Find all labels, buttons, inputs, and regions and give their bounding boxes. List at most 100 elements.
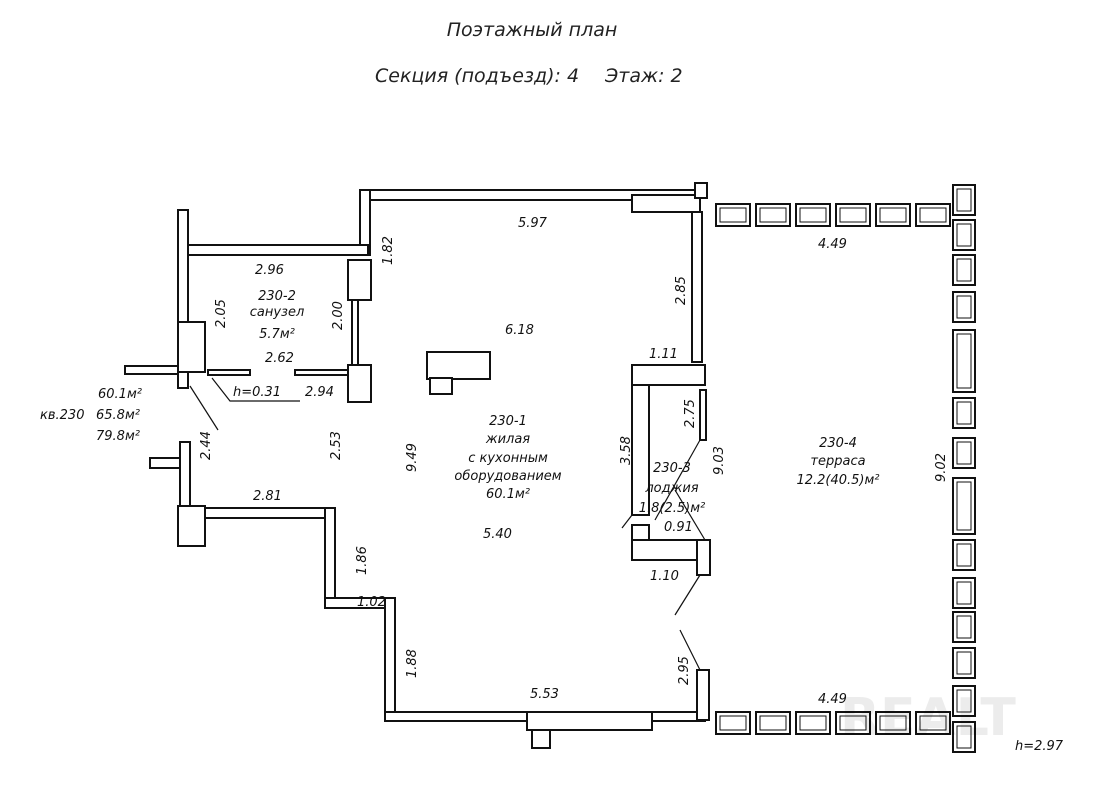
railing-segment-inner [956, 481, 972, 531]
svg-text:лоджия: лоджия [644, 481, 698, 496]
railing-segment-inner [879, 207, 907, 223]
railing-segment [952, 685, 976, 717]
railing-segment-inner [956, 689, 972, 713]
railing-segment-inner [839, 715, 867, 731]
railing-segment [795, 203, 831, 227]
railing-segment [755, 203, 791, 227]
walls [124, 182, 711, 749]
railing-segment [952, 539, 976, 571]
svg-text:4.49: 4.49 [818, 692, 847, 707]
svg-text:1.86: 1.86 [355, 546, 370, 575]
svg-text:0.91: 0.91 [664, 520, 693, 535]
railing-segment-inner [879, 715, 907, 731]
railing-segment [952, 291, 976, 323]
railing-segment-inner [956, 295, 972, 319]
svg-text:2.95: 2.95 [677, 656, 692, 685]
svg-text:230-4: 230-4 [819, 436, 857, 451]
railing-segment [952, 721, 976, 753]
svg-text:1.88: 1.88 [405, 649, 420, 678]
railing-segment-inner [956, 441, 972, 465]
svg-text:2.44: 2.44 [199, 431, 214, 460]
svg-text:оборудованием: оборудованием [454, 469, 561, 484]
door-swings [189, 377, 706, 671]
railing-segment [952, 397, 976, 429]
svg-text:2.62: 2.62 [265, 351, 294, 366]
svg-text:терраса: терраса [810, 454, 865, 469]
svg-text:5.53: 5.53 [530, 687, 559, 702]
svg-text:5.7м²: 5.7м² [259, 327, 295, 342]
apartment-areas: 60.1м² кв.230 65.8м² 79.8м² [40, 387, 142, 444]
railing-segment-inner [799, 715, 827, 731]
watermark: REALT [840, 688, 1016, 748]
railing-segment [952, 611, 976, 643]
svg-text:9.02: 9.02 [934, 453, 949, 482]
railing-segment-inner [956, 188, 972, 212]
svg-text:230-3: 230-3 [653, 461, 691, 476]
svg-text:2.75: 2.75 [683, 399, 698, 428]
svg-text:6.18: 6.18 [505, 323, 534, 338]
svg-text:h=0.31: h=0.31 [233, 385, 281, 400]
svg-text:1.10: 1.10 [650, 569, 679, 584]
svg-text:60.1м²: 60.1м² [486, 487, 530, 502]
svg-text:4.49: 4.49 [818, 237, 847, 252]
railing-segment [952, 254, 976, 286]
railing-segment [795, 711, 831, 735]
railing-segment-inner [919, 715, 947, 731]
railing-segment [952, 184, 976, 216]
svg-text:санузел: санузел [250, 305, 305, 320]
railing-segment-inner [956, 223, 972, 247]
railing-segment [915, 711, 951, 735]
room-230-1-label: 230-1 жилая с кухонным оборудованием 60.… [454, 414, 561, 502]
terrace-railing [715, 184, 976, 753]
room-230-2-label: 230-2 санузел 5.7м² [250, 289, 305, 342]
railing-segment [952, 477, 976, 535]
svg-text:65.8м²: 65.8м² [96, 408, 140, 423]
railing-segment-inner [956, 615, 972, 639]
railing-segment [835, 203, 871, 227]
svg-text:230-2: 230-2 [258, 289, 296, 304]
section-label: Секция (подъезд): 4 [375, 65, 579, 87]
svg-text:9.03: 9.03 [712, 446, 727, 475]
room-230-4-label: 230-4 терраса 12.2(40.5)м² [796, 436, 879, 488]
railing-segment [875, 711, 911, 735]
dimension-labels: 5.97 1.82 2.96 2.05 2.00 2.62 h=0.31 2.9… [199, 216, 1064, 754]
svg-text:5.40: 5.40 [483, 527, 512, 542]
railing-segment-inner [759, 715, 787, 731]
railing-segment [952, 329, 976, 393]
svg-text:2.85: 2.85 [674, 276, 689, 305]
svg-text:5.97: 5.97 [518, 216, 548, 231]
railing-segment [952, 219, 976, 251]
railing-segment-inner [956, 401, 972, 425]
railing-segment-inner [956, 543, 972, 567]
svg-text:9.49: 9.49 [405, 443, 420, 472]
svg-text:2.81: 2.81 [253, 489, 282, 504]
railing-segment-inner [759, 207, 787, 223]
railing-segment [715, 203, 751, 227]
svg-text:2.94: 2.94 [305, 385, 334, 400]
svg-text:12.2(40.5)м²: 12.2(40.5)м² [796, 473, 879, 488]
railing-segment [875, 203, 911, 227]
svg-text:2.53: 2.53 [329, 431, 344, 460]
svg-text:1.02: 1.02 [357, 595, 386, 610]
svg-text:h=2.97: h=2.97 [1015, 739, 1064, 754]
railing-segment-inner [719, 715, 747, 731]
room-230-3-label: 230-3 лоджия 1.8(2.5)м² [639, 461, 706, 516]
kitchen-counter [426, 351, 491, 395]
railing-segment-inner [919, 207, 947, 223]
railing-segment-inner [956, 651, 972, 675]
svg-text:230-1: 230-1 [489, 414, 527, 429]
railing-segment-inner [956, 581, 972, 605]
svg-text:79.8м²: 79.8м² [96, 429, 140, 444]
svg-text:2.00: 2.00 [331, 301, 346, 330]
svg-text:1.11: 1.11 [649, 347, 678, 362]
railing-segment [755, 711, 791, 735]
railing-segment-inner [956, 333, 972, 389]
svg-text:1.8(2.5)м²: 1.8(2.5)м² [639, 501, 706, 516]
svg-text:60.1м²: 60.1м² [98, 387, 142, 402]
railing-segment [952, 647, 976, 679]
floor-label: Этаж: 2 [604, 65, 683, 87]
railing-segment [715, 711, 751, 735]
railing-segment-inner [719, 207, 747, 223]
